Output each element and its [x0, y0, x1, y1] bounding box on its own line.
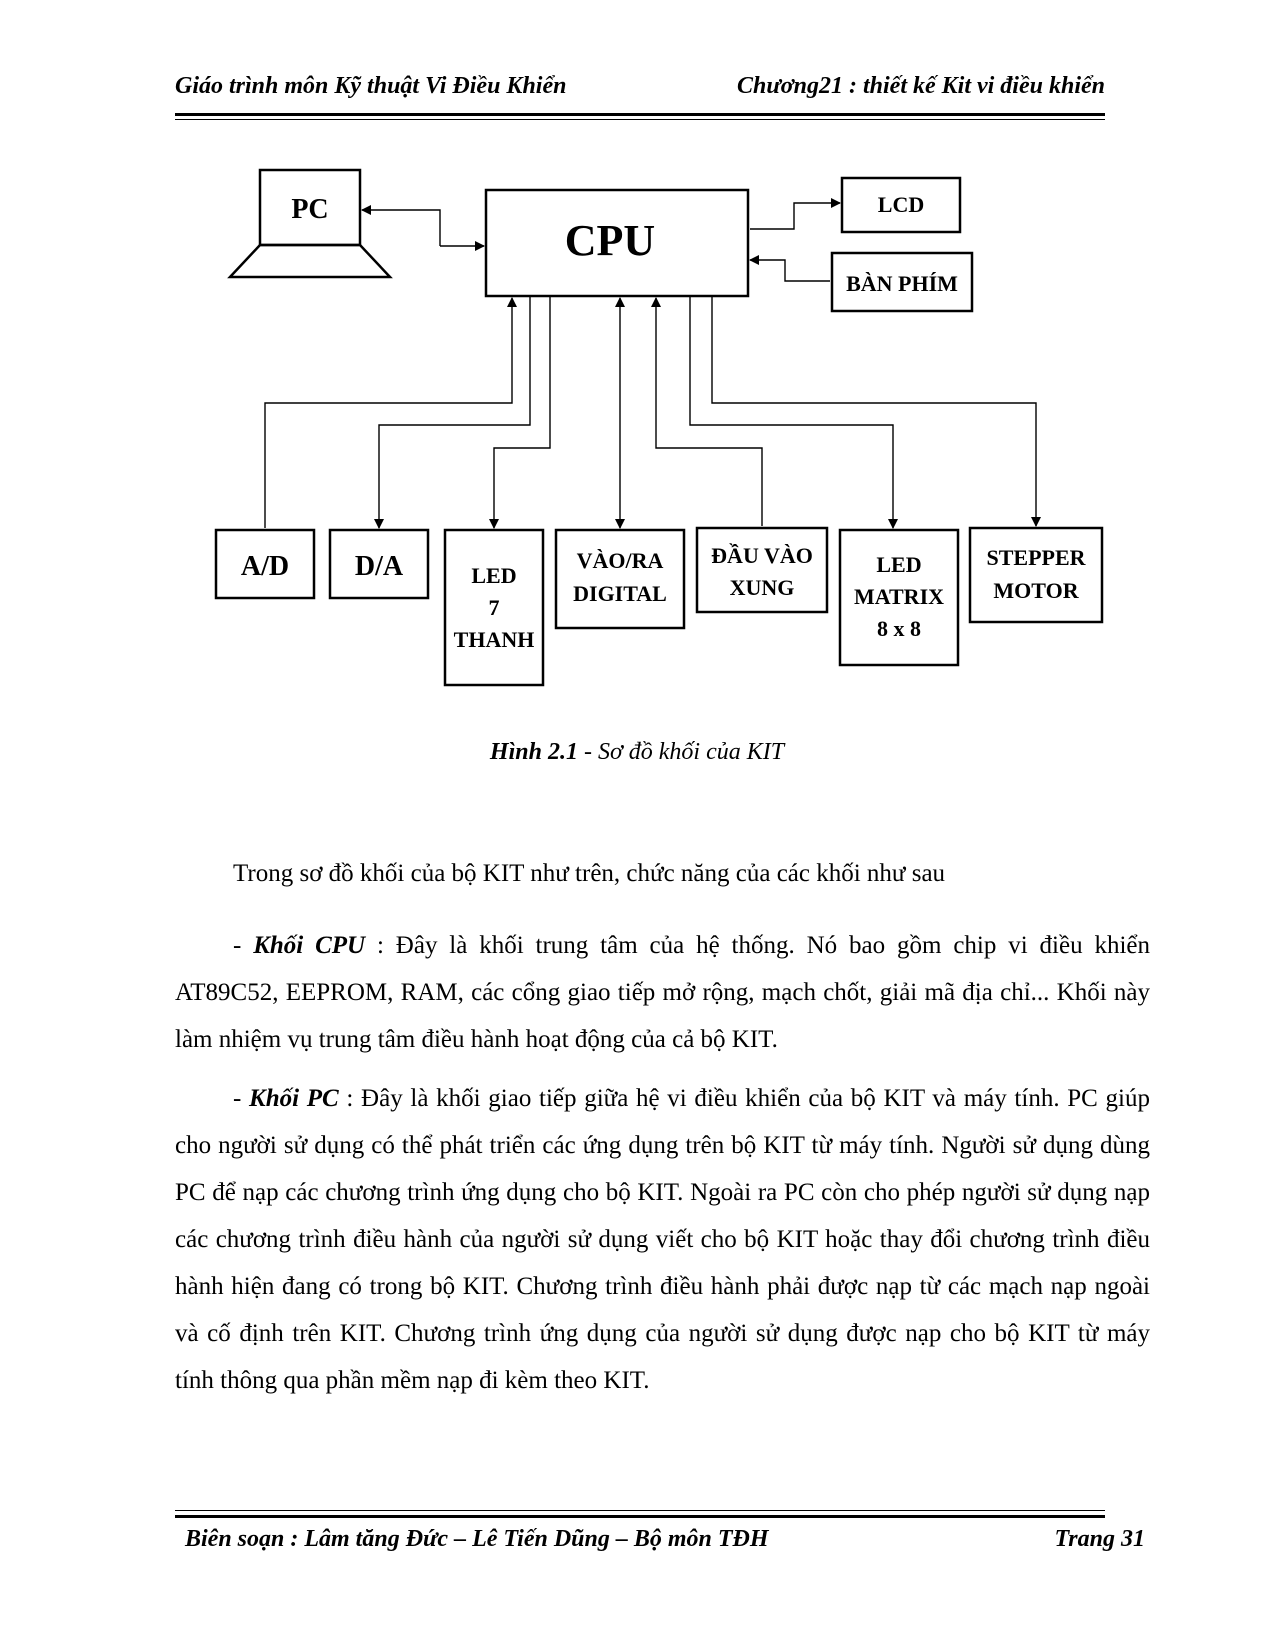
footer-rule-thin [175, 1510, 1105, 1511]
led7-label-line2: 7 [489, 595, 500, 620]
stepper-arrow [711, 296, 1041, 527]
block-diagram: PC CPU LCD BÀN PHÍM A/D D/A LED [0, 0, 1274, 720]
led-matrix-label-line3: 8 x 8 [877, 616, 921, 641]
da-arrow [374, 296, 531, 529]
pulse-input-arrow [651, 297, 763, 526]
pc-dash: - [233, 1085, 250, 1112]
led-matrix-label-line1: LED [876, 552, 921, 577]
cpu-label: CPU [565, 216, 655, 265]
pulse-input-label-line1: ĐẦU VÀO [711, 543, 813, 568]
stepper-label-line2: MOTOR [993, 578, 1079, 603]
header-rule [175, 113, 1105, 116]
header-book-title: Giáo trình môn Kỹ thuật Vi Điều Khiển [175, 73, 567, 99]
keypad-block: BÀN PHÍM [830, 251, 974, 313]
pc-paragraph: - Khối PC : Đây là khối giao tiếp giữa h… [175, 1075, 1150, 1404]
stepper-label-line1: STEPPER [986, 545, 1086, 570]
figure-caption: Hình 2.1 - Sơ đồ khối của KIT [0, 739, 1274, 766]
pulse-input-label-line2: XUNG [730, 575, 795, 600]
footer-authors: Biên soạn : Lâm tăng Đức – Lê Tiến Dũng … [185, 1526, 769, 1552]
cpu-dash: - [233, 932, 254, 959]
lcd-arrow [750, 198, 841, 230]
header-rule-thin [175, 119, 1105, 120]
ad-label: A/D [241, 551, 289, 582]
connections [264, 198, 1041, 529]
pulse-input-block: ĐẦU VÀO XUNG [695, 526, 829, 614]
header-chapter-title: Chương21 : thiết kế Kit vi điều khiển [737, 73, 1105, 99]
digital-io-label-line1: VÀO/RA [577, 548, 664, 573]
led7-label-line1: LED [471, 563, 516, 588]
digital-io-label-line2: DIGITAL [573, 581, 667, 606]
keypad-arrow [749, 255, 830, 282]
ad-arrow [264, 297, 517, 528]
page-footer: Biên soạn : Lâm tăng Đức – Lê Tiến Dũng … [185, 1526, 1145, 1558]
cpu-paragraph: - Khối CPU : Đây là khối trung tâm của h… [175, 922, 1150, 1063]
lcd-block: LCD [840, 176, 962, 234]
keypad-label: BÀN PHÍM [846, 271, 958, 296]
led-matrix-arrow [689, 296, 898, 529]
pc-term: Khối PC [249, 1085, 339, 1112]
led-matrix-block: LED MATRIX 8 x 8 [838, 528, 960, 667]
led7-label-line3: THANH [454, 627, 535, 652]
pc-arrow [361, 205, 441, 246]
ad-block: A/D [214, 528, 316, 600]
figure-number: Hình 2.1 [489, 739, 578, 765]
figure-caption-text: - Sơ đồ khối của KIT [577, 739, 785, 765]
footer-rule [175, 1515, 1105, 1518]
led7-arrow [489, 296, 551, 529]
page-number: Trang 31 [1054, 1526, 1145, 1552]
da-block: D/A [328, 528, 430, 600]
pc-block: PC [227, 168, 393, 279]
cpu-block: CPU [484, 188, 750, 298]
stepper-block: STEPPER MOTOR [968, 526, 1104, 624]
led-matrix-label-line2: MATRIX [854, 584, 944, 609]
lcd-label: LCD [878, 192, 924, 217]
cpu-term: Khối CPU [253, 932, 366, 959]
digital-io-block: VÀO/RA DIGITAL [554, 528, 686, 630]
cpu-description: : Đây là khối trung tâm của hệ thống. Nó… [175, 932, 1151, 1053]
page-header: Giáo trình môn Kỹ thuật Vi Điều Khiển Ch… [175, 73, 1105, 105]
intro-paragraph: Trong sơ đồ khối của bộ KIT như trên, ch… [233, 860, 946, 887]
pc-description: : Đây là khối giao tiếp giữa hệ vi điều … [175, 1085, 1150, 1394]
da-label: D/A [355, 551, 404, 582]
led7-block: LED 7 THANH [443, 528, 545, 687]
pc-label: PC [291, 194, 328, 225]
